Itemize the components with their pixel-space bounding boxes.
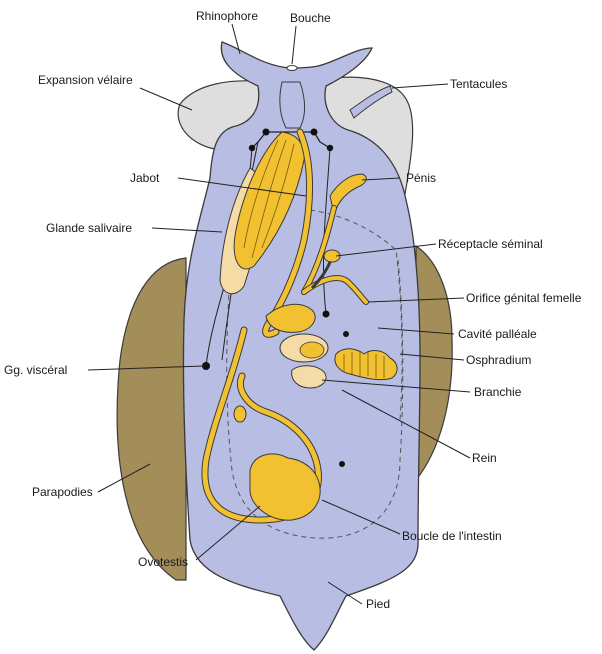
label-parapodies: Parapodies bbox=[32, 485, 93, 499]
ovotestis-bulb bbox=[234, 406, 246, 422]
ganglion-5 bbox=[323, 311, 330, 318]
label-receptacle-seminal: Réceptacle séminal bbox=[438, 237, 543, 251]
label-orifice-genital-femelle: Orifice génital femelle bbox=[466, 291, 582, 305]
parapodia-left bbox=[117, 258, 186, 580]
ganglion-7 bbox=[339, 461, 345, 467]
osphradium-inner bbox=[300, 342, 324, 358]
ganglion-1 bbox=[263, 129, 270, 136]
label-jabot: Jabot bbox=[130, 171, 160, 185]
label-penis: Pénis bbox=[406, 171, 436, 185]
label-pied: Pied bbox=[366, 597, 390, 611]
buccal-mass bbox=[280, 82, 305, 128]
label-expansion-velaire: Expansion vélaire bbox=[38, 73, 133, 87]
ganglion-2 bbox=[311, 129, 318, 136]
mouth bbox=[287, 66, 297, 71]
label-boucle-intestin: Boucle de l'intestin bbox=[402, 529, 502, 543]
label-cavite-palleale: Cavité palléale bbox=[458, 327, 537, 341]
label-rein: Rein bbox=[472, 451, 497, 465]
label-ovotestis: Ovotestis bbox=[138, 555, 188, 569]
label-rhinophore: Rhinophore bbox=[196, 9, 258, 23]
label-tentacules: Tentacules bbox=[450, 77, 507, 91]
ganglion-3 bbox=[249, 145, 255, 151]
label-gg-visceral: Gg. viscéral bbox=[4, 363, 67, 377]
label-glande-salivaire: Glande salivaire bbox=[46, 221, 132, 235]
ganglion-4 bbox=[327, 145, 333, 151]
parapodia-right bbox=[416, 246, 452, 480]
label-branchie: Branchie bbox=[474, 385, 522, 399]
label-bouche: Bouche bbox=[290, 11, 331, 25]
ganglion-6 bbox=[343, 331, 349, 337]
label-osphradium: Osphradium bbox=[466, 353, 531, 367]
